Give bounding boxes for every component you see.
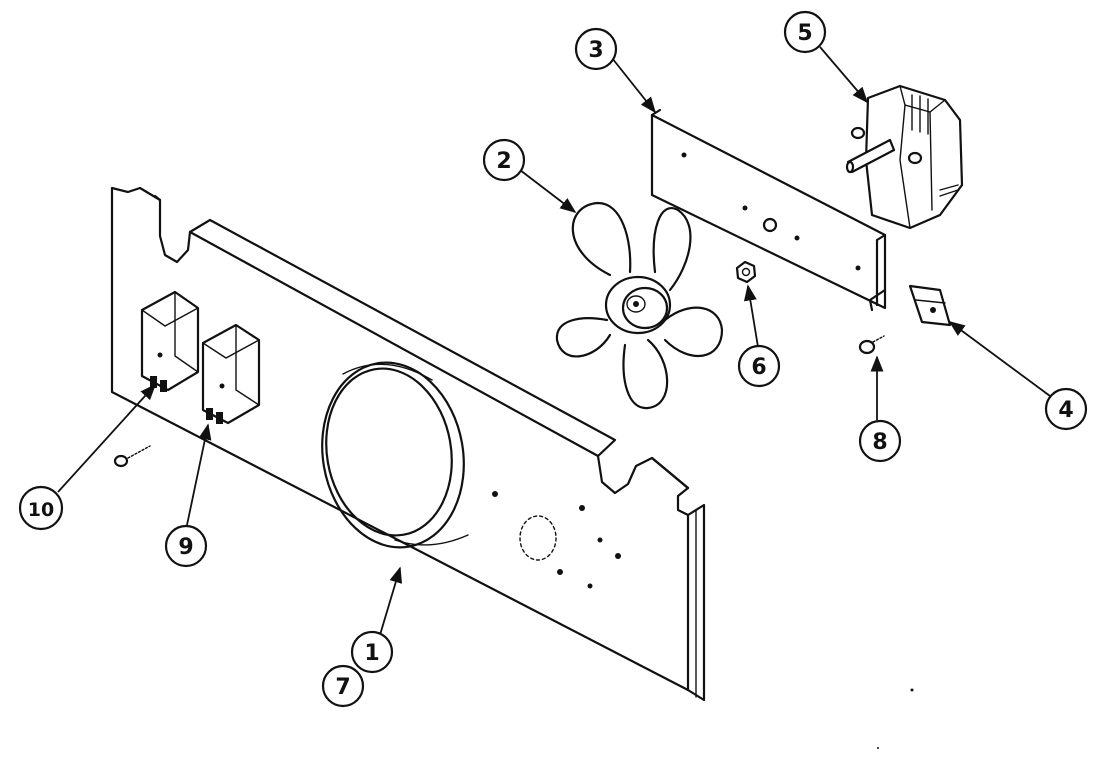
callout-10: 10 xyxy=(18,485,64,531)
callout-label-4: 4 xyxy=(1058,398,1073,423)
nut-part xyxy=(735,260,757,284)
callout-label-2: 2 xyxy=(496,149,511,174)
screw-part xyxy=(858,335,885,355)
callout-3: 3 xyxy=(574,27,618,71)
callout-4: 4 xyxy=(1044,387,1088,431)
leader-4 xyxy=(948,321,1051,397)
callout-1: 1 xyxy=(350,630,394,674)
right-switch-part xyxy=(201,323,261,425)
callout-label-6: 6 xyxy=(751,355,766,380)
callout-2: 2 xyxy=(482,138,526,182)
callout-label-9: 9 xyxy=(178,535,193,560)
leader-5 xyxy=(819,46,869,104)
leader-2 xyxy=(519,169,577,213)
clip-part xyxy=(908,284,952,327)
callout-label-7: 7 xyxy=(335,675,350,700)
leader-6 xyxy=(743,284,759,348)
scan-specks xyxy=(877,688,914,749)
callout-8: 8 xyxy=(858,419,902,463)
panel-screw-part xyxy=(113,445,151,468)
callout-5: 5 xyxy=(783,10,827,54)
callout-9: 9 xyxy=(164,524,208,568)
leader-3 xyxy=(611,57,657,114)
motor-part xyxy=(845,84,964,230)
leader-9 xyxy=(186,423,212,526)
motor-bracket-part xyxy=(650,108,887,312)
left-switch-part xyxy=(140,290,200,392)
callout-label-1: 1 xyxy=(364,641,379,666)
main-panel-part xyxy=(110,186,706,702)
callout-label-8: 8 xyxy=(872,430,887,455)
fan-blade-part xyxy=(555,201,724,410)
callout-label-10: 10 xyxy=(28,499,54,521)
leader-10 xyxy=(57,383,157,493)
callout-6: 6 xyxy=(737,344,781,388)
callout-label-5: 5 xyxy=(797,21,812,46)
callout-7: 7 xyxy=(321,664,365,708)
callout-label-3: 3 xyxy=(588,38,603,63)
